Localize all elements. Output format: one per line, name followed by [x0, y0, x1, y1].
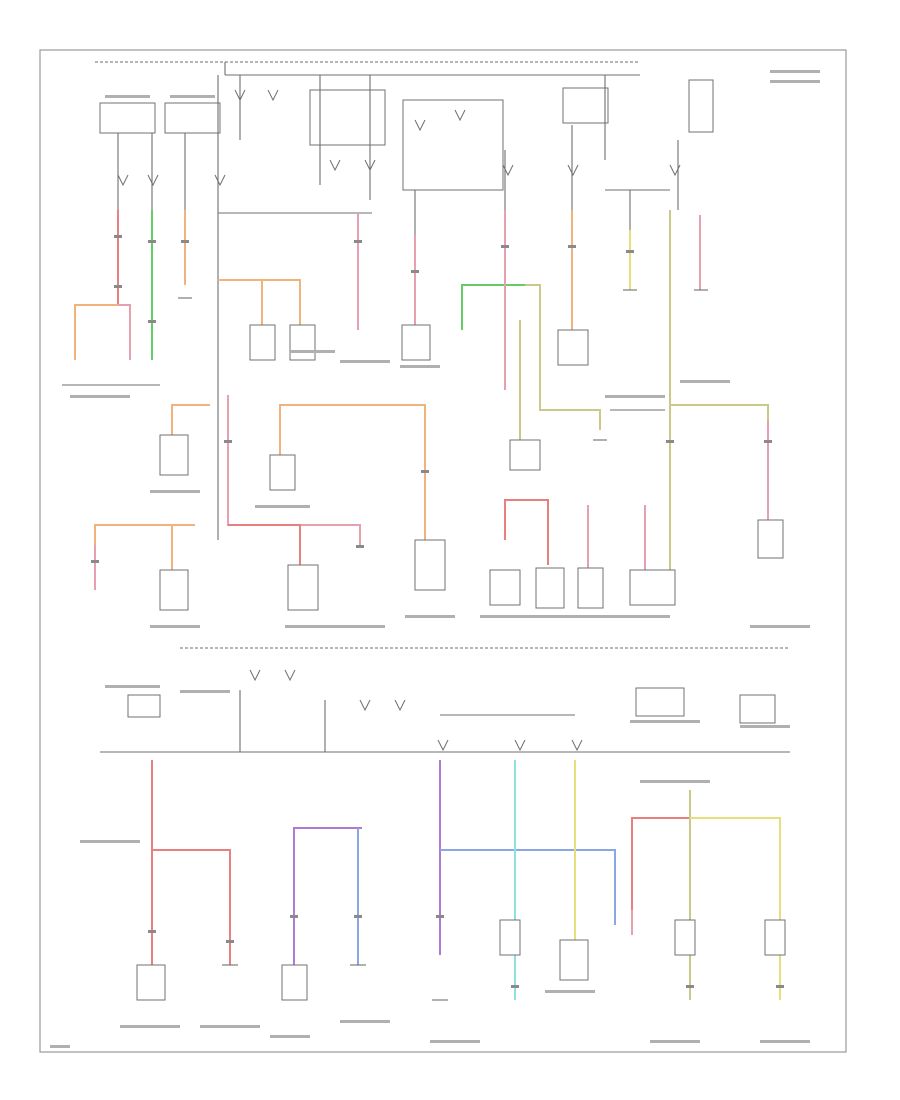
wire-olive [525, 284, 601, 430]
colored-wires-lower [151, 760, 781, 1000]
wire-purple [293, 827, 362, 965]
component-box [559, 939, 589, 981]
fuse-box-inner [402, 99, 504, 191]
component-box [489, 569, 521, 606]
component-box [577, 567, 604, 609]
lower-section [50, 669, 810, 1048]
relay-box [635, 687, 685, 717]
relay-box [127, 694, 161, 718]
relay-box [164, 102, 221, 134]
component-box [249, 324, 276, 361]
component-box [269, 454, 296, 491]
component-box [136, 964, 166, 1001]
wire-red [504, 499, 549, 565]
label-marks-lower [50, 685, 810, 1048]
wire-red [631, 817, 690, 910]
component-box [557, 329, 589, 366]
component-box [159, 434, 189, 476]
component-box [289, 324, 316, 361]
component-box [509, 439, 541, 471]
wire-orange [279, 404, 426, 540]
colored-wires-upper [74, 210, 769, 590]
wire-pink [118, 304, 131, 360]
wire-orange [94, 524, 195, 545]
component-box [629, 569, 676, 606]
relay-box [688, 79, 714, 133]
wire-red [152, 849, 231, 965]
wire-blue [440, 849, 616, 925]
relay-box [309, 89, 386, 146]
component-box [535, 567, 565, 609]
wire-olive [669, 210, 769, 420]
component-box [281, 964, 308, 1001]
component-box [499, 919, 521, 956]
wire-red [228, 524, 301, 565]
wire-orange [171, 404, 210, 435]
relay-box [562, 87, 609, 124]
relay-box [99, 102, 156, 134]
connector-marks [91, 235, 772, 563]
upper-section [62, 61, 820, 628]
component-box [401, 324, 431, 361]
wire-green [461, 284, 525, 330]
component-box [757, 519, 784, 559]
ground-symbols [178, 289, 708, 441]
wire-orange [218, 279, 301, 325]
connector-marks-lower [148, 915, 784, 988]
component-box [287, 564, 319, 611]
wire-yellow [690, 817, 781, 1000]
component-box [674, 919, 696, 956]
diagram-border [39, 49, 847, 1053]
wire-orange [240, 279, 263, 325]
wire-orange [74, 304, 118, 360]
component-box [159, 569, 189, 611]
relay-box [739, 694, 776, 724]
label-marks [70, 70, 820, 628]
component-box [764, 919, 786, 956]
component-box [414, 539, 446, 591]
